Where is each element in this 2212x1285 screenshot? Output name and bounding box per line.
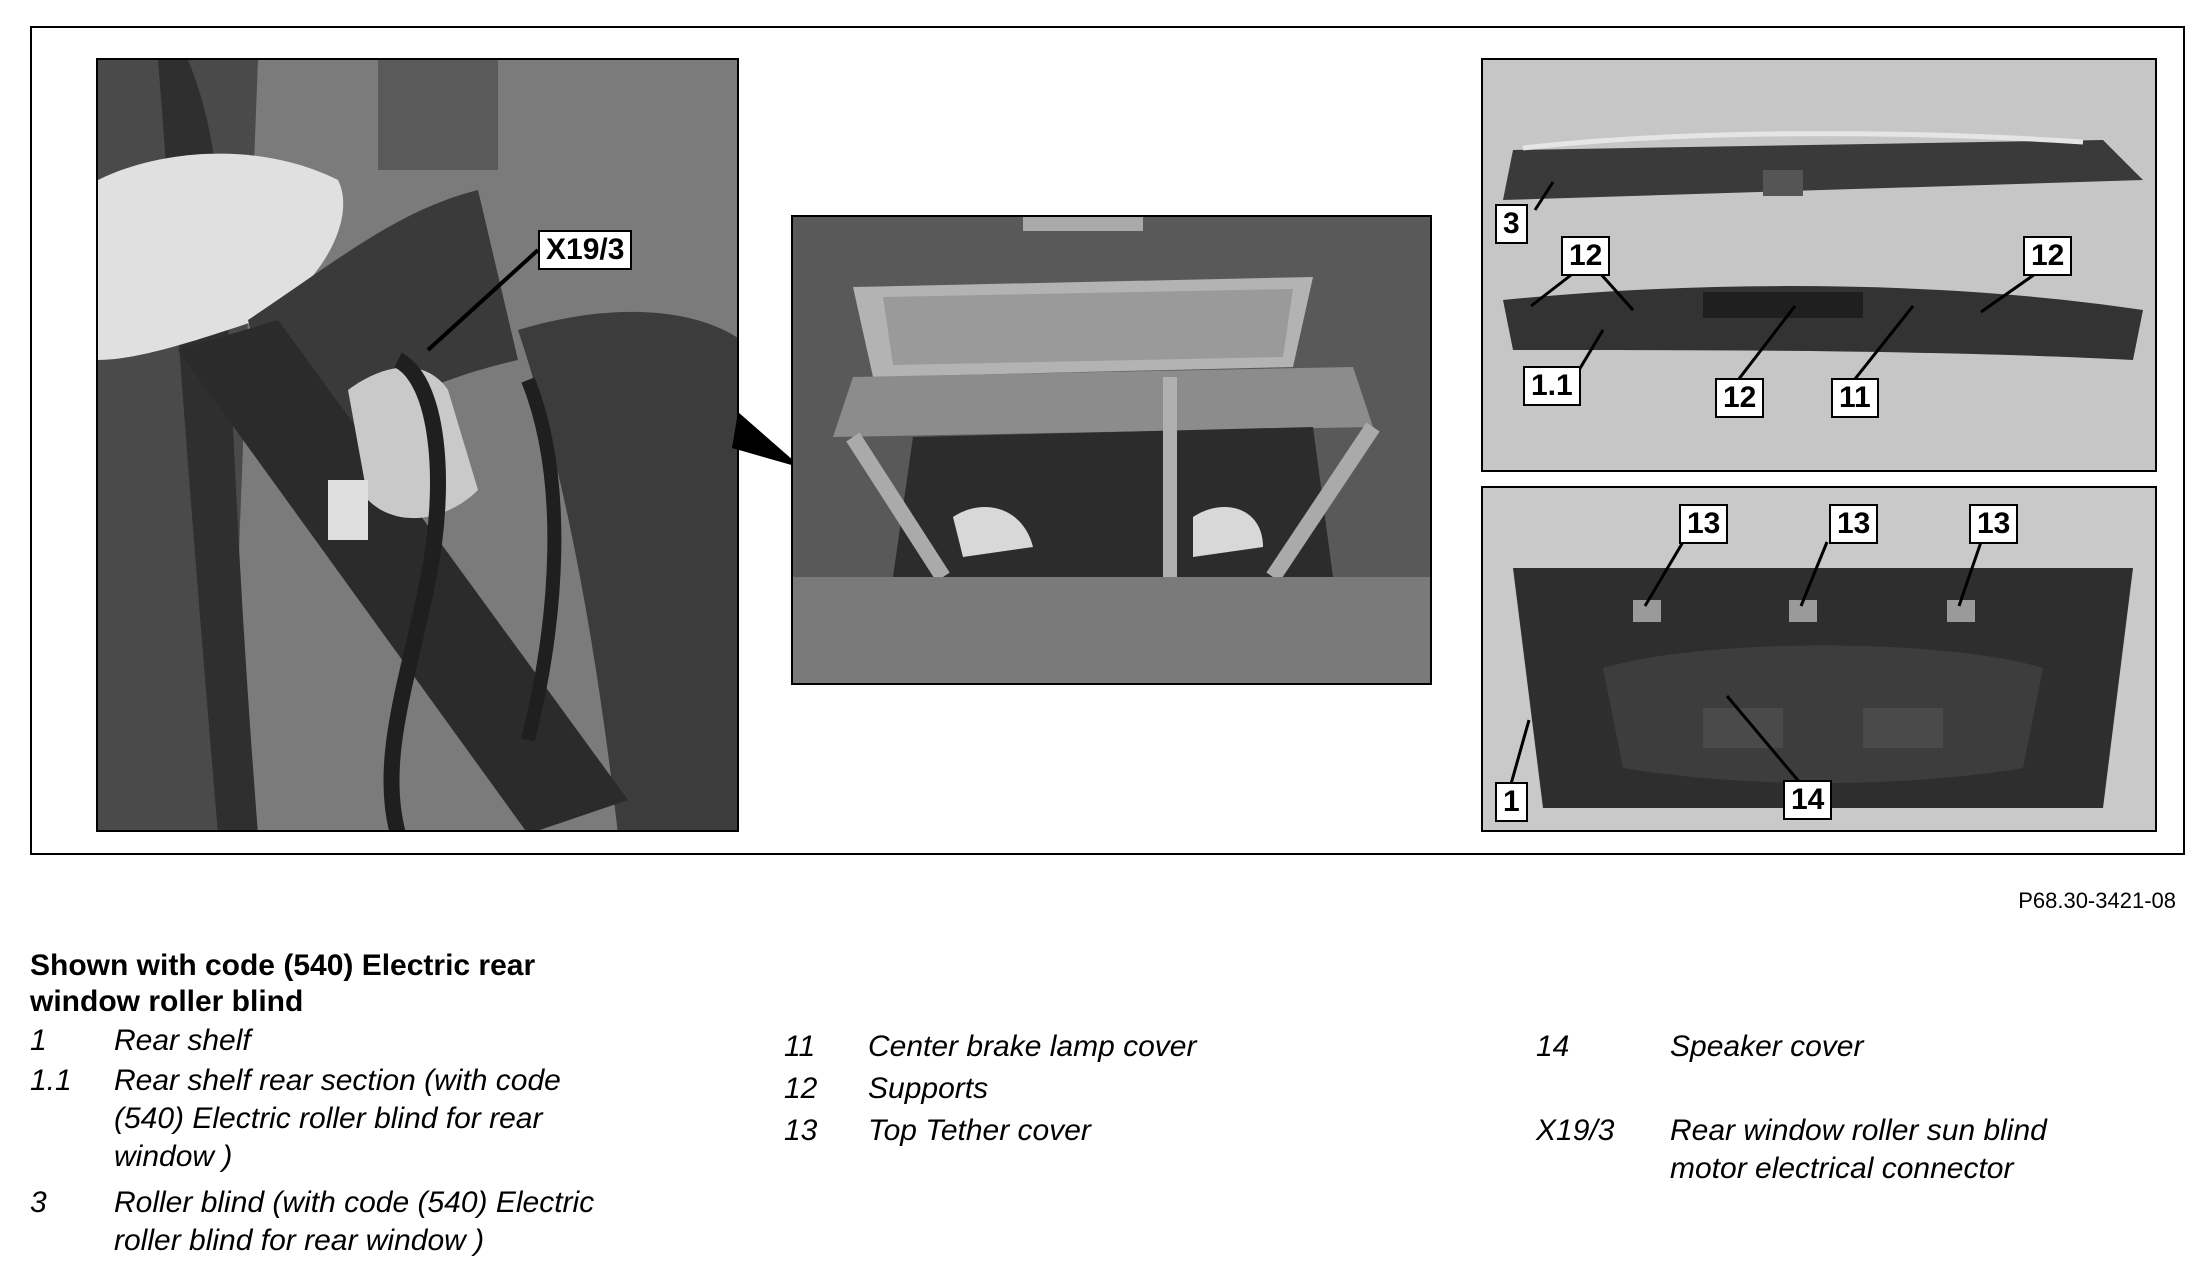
figure-code: P68.30-3421-08 [2018, 888, 2176, 913]
callout-12-right: 12 [2023, 236, 2073, 276]
photo-rear-compartment [791, 215, 1432, 685]
legend-text: Center brake lamp cover [868, 1030, 1197, 1063]
compartment-photo-drawing [793, 217, 1430, 683]
callout-lines-left [426, 248, 540, 352]
callout-x19-3: X19/3 [538, 230, 633, 270]
legend-key: 14 [1536, 1030, 1570, 1063]
legend-text: Speaker cover [1670, 1030, 1864, 1063]
connector-photo-drawing [98, 60, 737, 830]
legend-key: X19/3 [1536, 1114, 1615, 1147]
legend-item-13: 13 Top Tether cover [784, 1112, 1424, 1150]
photo-shelf-rear-section: 3 12 12 1.1 12 11 [1481, 58, 2157, 472]
callout-12-center: 12 [1715, 378, 1765, 418]
legend-item-12: 12 Supports [784, 1070, 1424, 1108]
callout-12-left: 12 [1561, 236, 1611, 276]
callout-11: 11 [1831, 378, 1879, 418]
callout-13-left: 13 [1679, 504, 1729, 544]
legend-item-1: 1 Rear shelf [30, 1022, 680, 1060]
legend-key: 12 [784, 1072, 818, 1105]
legend-text: Rear window roller sun blind motor elect… [1670, 1114, 2047, 1185]
legend-text: Top Tether cover [868, 1114, 1091, 1147]
callout-1-1: 1.1 [1523, 366, 1581, 406]
legend-key: 1 [30, 1024, 47, 1057]
photo-connector-detail: X19/3 [96, 58, 739, 832]
callout-13-center: 13 [1829, 504, 1879, 544]
callout-13-right: 13 [1969, 504, 2019, 544]
legend-key: 13 [784, 1114, 818, 1147]
legend-text: Rear shelf [114, 1024, 251, 1057]
legend-key: 3 [30, 1186, 47, 1219]
legend-key: 1.1 [30, 1064, 72, 1097]
pointer-arrow [732, 412, 802, 468]
legend-item-3: 3 Roller blind (with code (540) Electric… [30, 1184, 680, 1264]
photo-rear-shelf: 13 13 13 1 14 [1481, 486, 2157, 832]
rear-shelf-drawing [1513, 568, 2133, 808]
callout-lines-bottom-right [1509, 541, 1983, 785]
callout-lines-top-right [1530, 181, 2039, 385]
legend-item-11: 11 Center brake lamp cover [784, 1028, 1424, 1066]
callout-3: 3 [1495, 204, 1528, 244]
legend-item-1-1: 1.1 Rear shelf rear section (with code (… [30, 1062, 680, 1182]
legend-key: 11 [784, 1030, 816, 1063]
callout-1: 1 [1495, 782, 1528, 822]
legend-text: Roller blind (with code (540) Electric r… [114, 1186, 595, 1257]
figure-frame: X19/3 [30, 26, 2185, 855]
legend-item-x19-3: X19/3 Rear window roller sun blind motor… [1536, 1112, 2176, 1192]
legend-item-14: 14 Speaker cover [1536, 1028, 2176, 1066]
callout-14: 14 [1783, 780, 1833, 820]
legend-text: Supports [868, 1072, 989, 1105]
caption-title: Shown with code (540) Electric rear wind… [30, 949, 536, 1018]
shelf-section-drawing [1503, 131, 2143, 360]
legend-text: Rear shelf rear section (with code (540)… [114, 1064, 561, 1173]
